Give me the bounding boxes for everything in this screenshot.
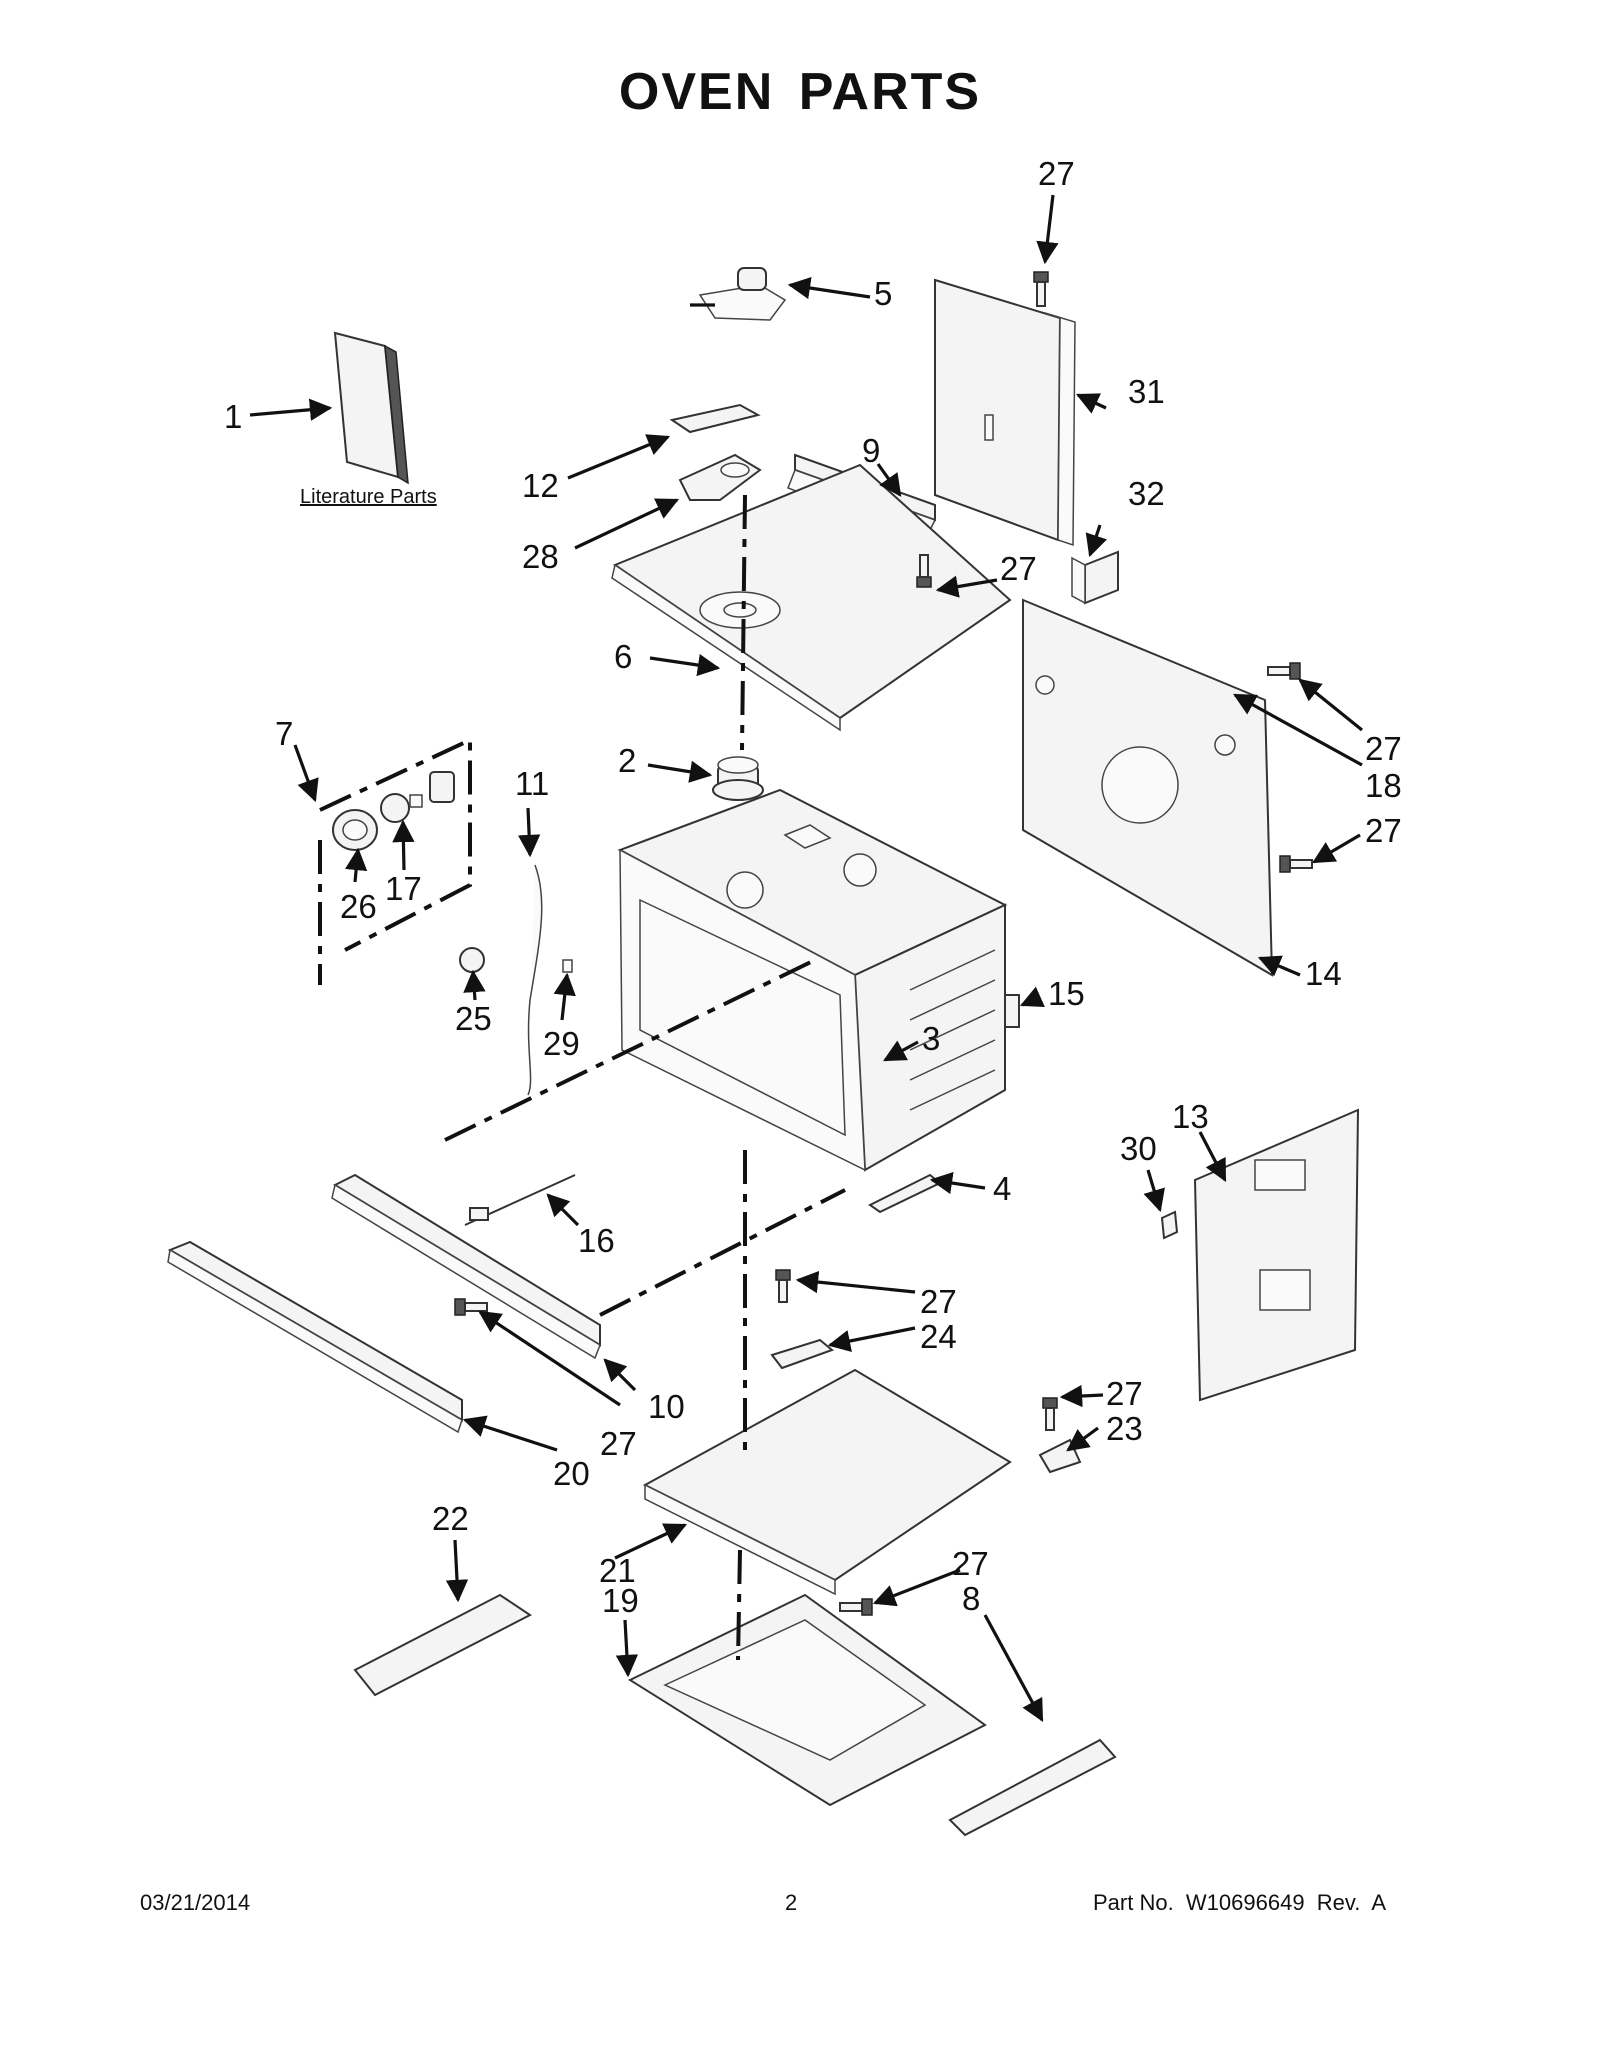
callout-13: 13 bbox=[1172, 1098, 1209, 1135]
door-lock-assembly bbox=[690, 267, 787, 321]
screw-icon bbox=[839, 1598, 873, 1616]
callout-32: 32 bbox=[1128, 475, 1165, 512]
wire-harness bbox=[527, 864, 543, 1096]
callout-14: 14 bbox=[1305, 955, 1342, 992]
callout-12: 12 bbox=[522, 467, 559, 504]
top-panel bbox=[611, 463, 1012, 732]
screw-icon bbox=[1042, 1397, 1058, 1431]
callout-7: 7 bbox=[275, 715, 293, 752]
side-trim bbox=[331, 1173, 601, 1360]
callout-26: 26 bbox=[340, 888, 377, 925]
callout-27: 27 bbox=[920, 1283, 957, 1320]
junction-box bbox=[1071, 550, 1119, 605]
light-socket bbox=[459, 947, 485, 973]
vent-bracket bbox=[678, 453, 762, 501]
bottom-insulation-panel bbox=[642, 1368, 1012, 1596]
callout-2: 2 bbox=[618, 742, 636, 779]
callout-22: 22 bbox=[432, 1500, 469, 1537]
callout-28: 28 bbox=[522, 538, 559, 575]
screw-icon bbox=[1279, 855, 1313, 873]
callout-labels: 1 2 3 4 5 6 7 8 9 10 11 12 13 14 15 16 1… bbox=[224, 155, 1402, 1619]
side-panel bbox=[1193, 1108, 1360, 1402]
bottom-pan bbox=[627, 1593, 987, 1807]
footer-page-number: 2 bbox=[785, 1890, 798, 1915]
callout-8: 8 bbox=[962, 1580, 980, 1617]
callout-29: 29 bbox=[543, 1025, 580, 1062]
callout-27: 27 bbox=[600, 1425, 637, 1462]
callout-1: 1 bbox=[224, 398, 242, 435]
fan-motor bbox=[712, 756, 764, 801]
page-title: OVEN PARTS bbox=[618, 63, 982, 121]
callout-19: 19 bbox=[602, 1582, 639, 1619]
convection-fan-group bbox=[332, 771, 455, 851]
cavity-support bbox=[868, 1173, 942, 1214]
callout-6: 6 bbox=[614, 638, 632, 675]
panel-clip bbox=[1160, 1210, 1179, 1240]
callout-24: 24 bbox=[920, 1318, 957, 1355]
callout-10: 10 bbox=[648, 1388, 685, 1425]
callout-11: 11 bbox=[515, 765, 549, 802]
callout-16: 16 bbox=[578, 1222, 615, 1259]
callout-5: 5 bbox=[874, 275, 892, 312]
callout-30: 30 bbox=[1120, 1130, 1157, 1167]
callout-3: 3 bbox=[922, 1020, 940, 1057]
screw-icon bbox=[454, 1298, 488, 1316]
callout-27: 27 bbox=[952, 1545, 989, 1582]
callout-21: 21 bbox=[599, 1552, 636, 1589]
callout-20: 20 bbox=[553, 1455, 590, 1492]
callout-27: 27 bbox=[1000, 550, 1037, 587]
callout-25: 25 bbox=[455, 1000, 492, 1037]
callout-27: 27 bbox=[1365, 730, 1402, 767]
assembly-lines bbox=[444, 494, 846, 1661]
callout-27: 27 bbox=[1038, 155, 1075, 192]
rear-panel-cover bbox=[934, 278, 1076, 547]
literature-booklet bbox=[333, 331, 409, 485]
back-panel bbox=[1022, 598, 1274, 977]
top-bracket bbox=[669, 403, 761, 434]
screw-icon bbox=[1267, 662, 1301, 680]
footer-part-number: Part No. W10696649 Rev. A bbox=[1093, 1890, 1387, 1915]
callout-27: 27 bbox=[1365, 812, 1402, 849]
cavity-clip bbox=[562, 959, 573, 973]
screw-icon bbox=[775, 1269, 791, 1303]
callout-18: 18 bbox=[1365, 767, 1402, 804]
oven-cavity bbox=[617, 788, 1008, 1172]
right-rail bbox=[948, 1738, 1117, 1837]
callout-4: 4 bbox=[993, 1170, 1011, 1207]
screw-icon bbox=[916, 554, 932, 588]
screw-icon bbox=[1033, 271, 1049, 307]
lower-trim bbox=[167, 1240, 463, 1434]
lower-bracket bbox=[770, 1338, 834, 1370]
temperature-sensor bbox=[464, 1174, 576, 1226]
left-rail bbox=[353, 1593, 532, 1697]
callout-27: 27 bbox=[1106, 1375, 1143, 1412]
callout-9: 9 bbox=[862, 432, 880, 469]
callout-15: 15 bbox=[1048, 975, 1085, 1012]
callout-31: 31 bbox=[1128, 373, 1165, 410]
callout-17: 17 bbox=[385, 870, 422, 907]
callout-23: 23 bbox=[1106, 1410, 1143, 1447]
leader-lines bbox=[249, 194, 1364, 1722]
literature-parts-label: Literature Parts bbox=[300, 486, 437, 508]
footer-date: 03/21/2014 bbox=[140, 1890, 251, 1915]
hinge-receiver bbox=[1004, 994, 1020, 1028]
